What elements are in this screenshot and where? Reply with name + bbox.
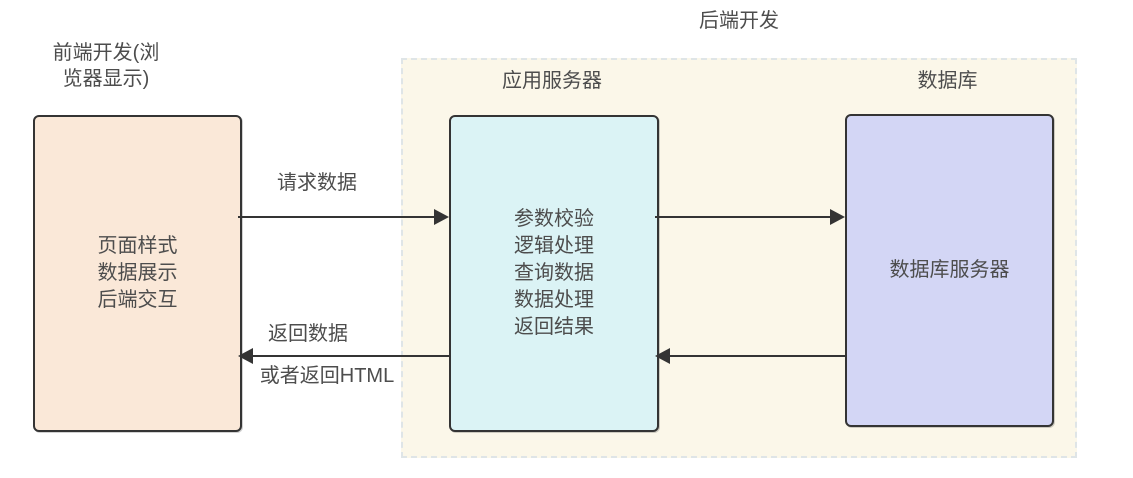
frontend-label: 前端开发(浏 览器显示) bbox=[52, 42, 160, 90]
result-return-arrow bbox=[655, 348, 845, 364]
database-box-text: 数据库服务器 bbox=[889, 259, 1010, 281]
app-server-label: 应用服务器 bbox=[502, 70, 602, 92]
arrow-right-icon bbox=[830, 209, 845, 225]
frontend-box-text: 页面样式 数据展示 后端交互 bbox=[97, 235, 178, 311]
app-server-box: 参数校验 逻辑处理 查询数据 数据处理 返回结果 bbox=[449, 115, 659, 432]
request-data-arrow bbox=[238, 209, 449, 225]
database-box: 数据库服务器 bbox=[845, 114, 1054, 427]
arrow-line bbox=[668, 354, 845, 358]
response-arrow-label-top: 返回数据 bbox=[268, 323, 348, 345]
arrow-line bbox=[655, 215, 832, 219]
arrow-left-icon bbox=[238, 348, 253, 364]
arrow-line bbox=[251, 354, 449, 358]
response-arrow-label-bottom: 或者返回HTML bbox=[259, 365, 395, 387]
frontend-box: 页面样式 数据展示 后端交互 bbox=[33, 115, 242, 432]
request-arrow-label: 请求数据 bbox=[277, 172, 357, 194]
arrow-line bbox=[238, 215, 436, 219]
query-database-arrow bbox=[655, 209, 845, 225]
arrow-right-icon bbox=[434, 209, 449, 225]
database-label: 数据库 bbox=[917, 70, 978, 92]
backend-area-title: 后端开发 bbox=[699, 10, 779, 32]
arrow-left-icon bbox=[655, 348, 670, 364]
app-server-box-text: 参数校验 逻辑处理 查询数据 数据处理 返回结果 bbox=[514, 208, 594, 338]
response-data-arrow bbox=[238, 348, 449, 364]
